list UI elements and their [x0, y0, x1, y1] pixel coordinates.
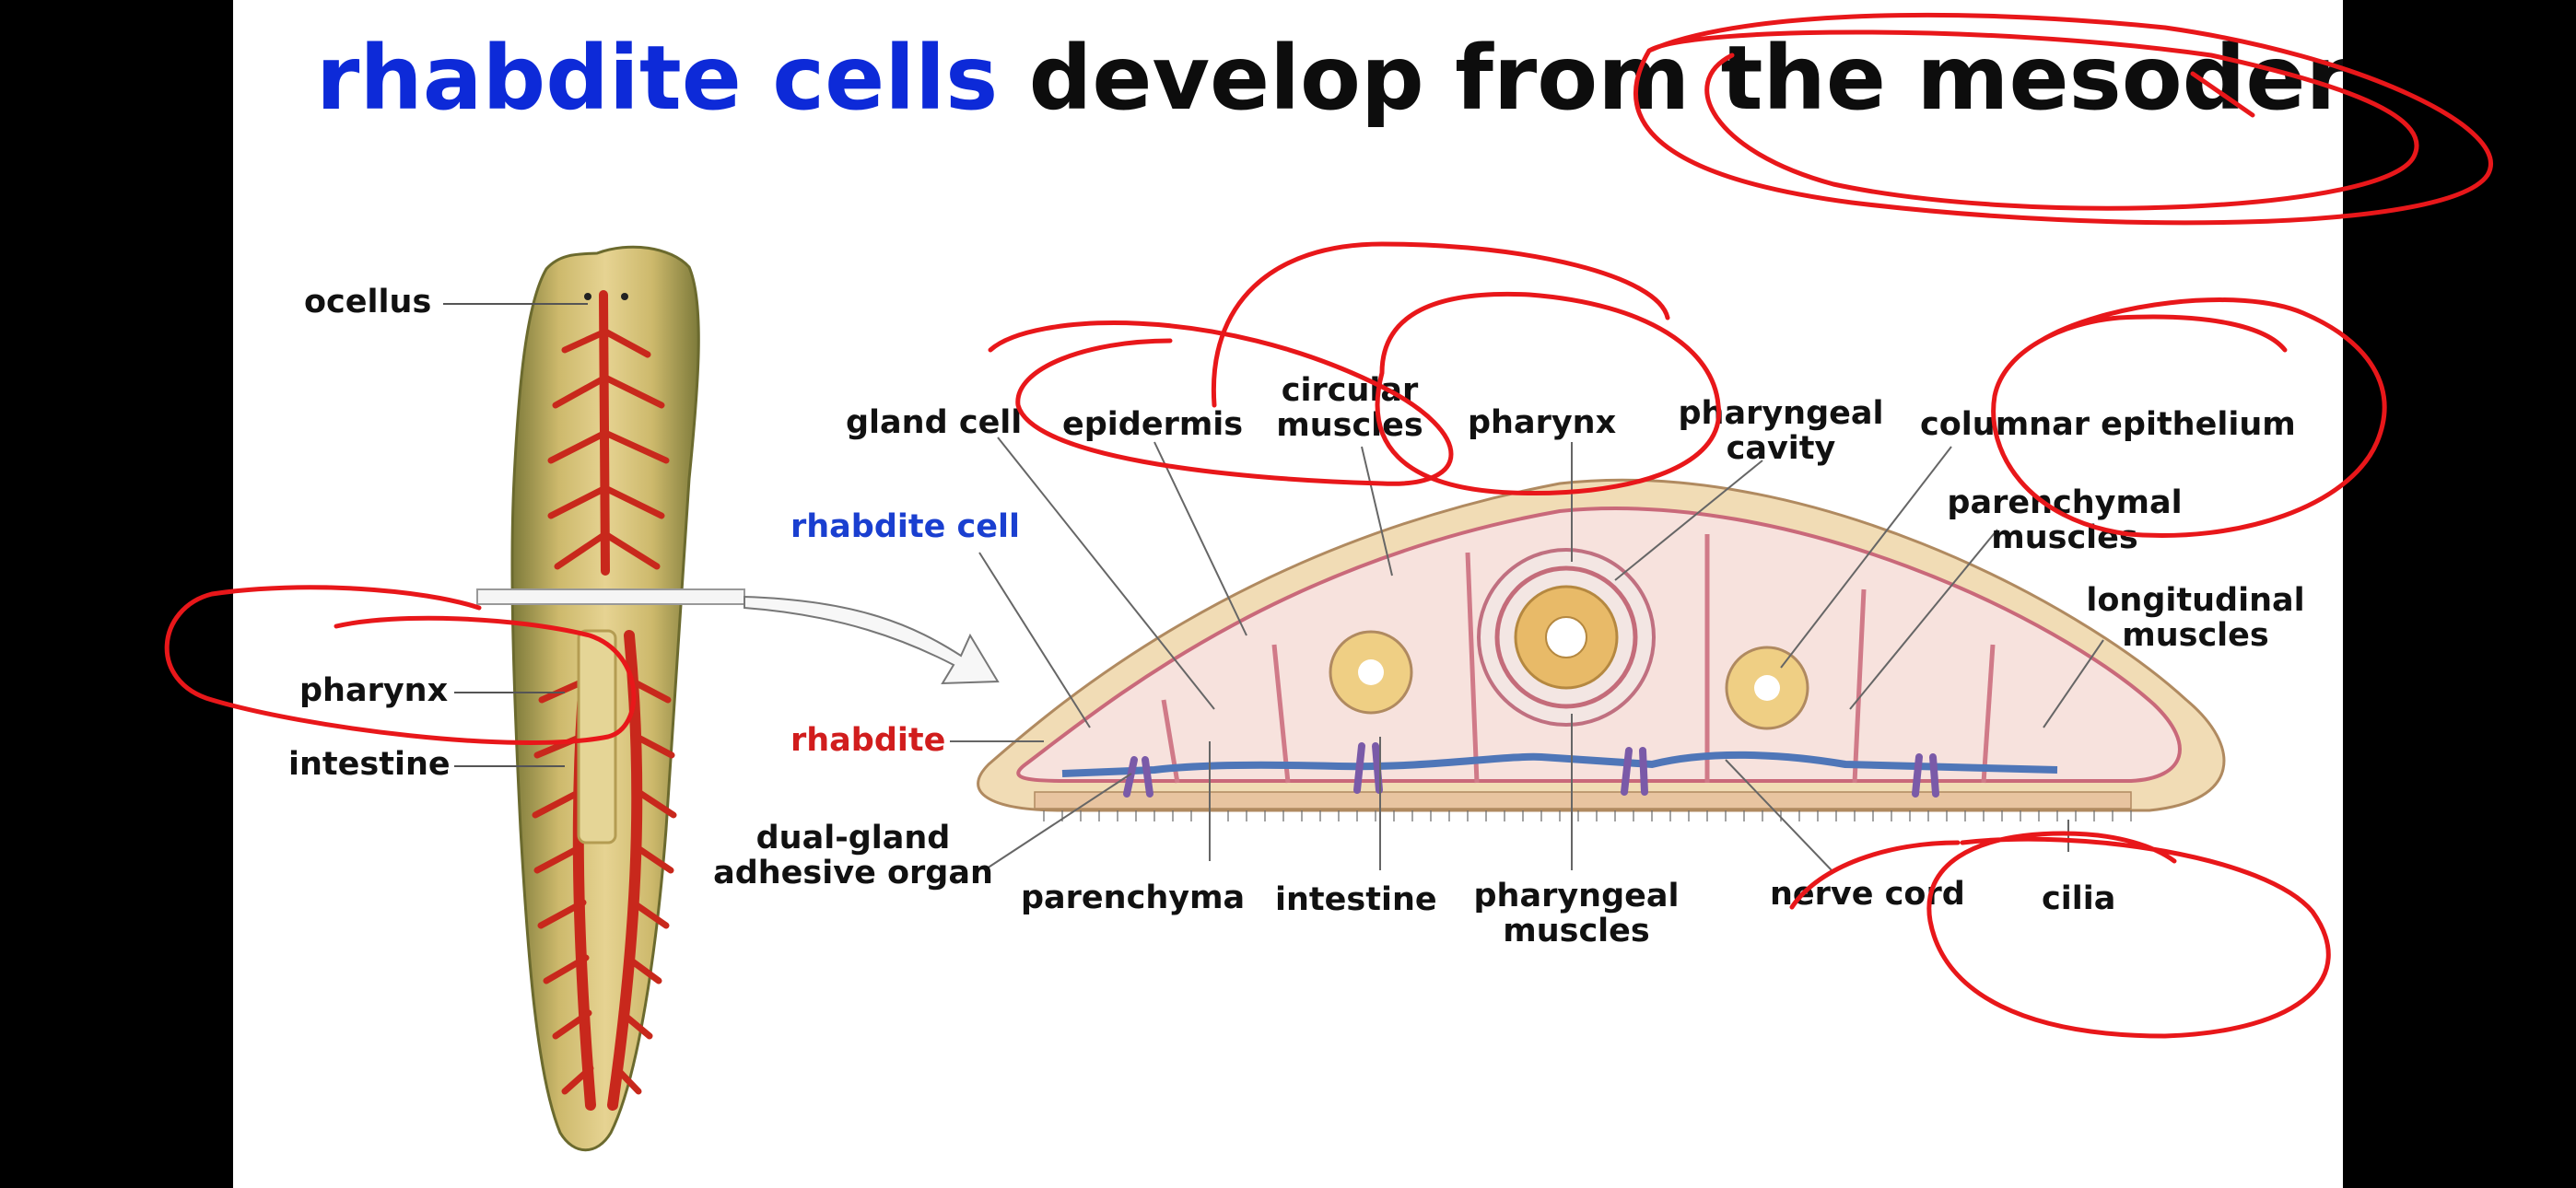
label-pharynx-section: pharynx: [1468, 404, 1617, 441]
label-intestine-worm: intestine: [288, 746, 451, 783]
label-rhabdite: rhabdite: [790, 722, 946, 759]
label-parenchymal-muscles-line1: parenchymal: [1947, 484, 2183, 521]
epidermal-cells: [1034, 791, 2132, 809]
label-epidermis: epidermis: [1062, 406, 1244, 443]
section-arrow: [744, 595, 1000, 685]
cross-section-illustration: [950, 437, 2226, 871]
label-ocellus: ocellus: [304, 284, 432, 320]
label-longitudinal-muscles-line2: muscles: [2122, 617, 2269, 654]
label-intestine-section: intestine: [1275, 881, 1437, 918]
ocellus-right: [621, 293, 628, 300]
ocellus-left: [584, 293, 591, 300]
label-circular-muscles-line1: circular: [1281, 372, 1419, 409]
lecture-slide: rhabdite cells develop from the mesoderm: [233, 0, 2343, 1188]
label-pharyngeal-cavity: pharyngeal cavity: [1670, 396, 1891, 466]
nerve-cord: [1061, 751, 2058, 777]
dual-gland-organs: [1123, 742, 1939, 798]
intestine-cross-sections: [1329, 630, 1809, 730]
label-gland-cell: gland cell: [846, 404, 1023, 441]
label-circular-muscles-line2: muscles: [1276, 407, 1423, 444]
label-dual-gland-line1: dual-gland: [755, 820, 951, 856]
label-dual-gland-adhesive-organ: dual-gland adhesive organ: [706, 821, 1001, 891]
label-circular-muscles: circular muscles: [1267, 373, 1433, 443]
label-pharynx-worm: pharynx: [299, 672, 449, 709]
label-pharyngeal-muscles: pharyngeal muscles: [1466, 879, 1687, 949]
label-longitudinal-muscles: longitudinal muscles: [2076, 583, 2315, 653]
label-parenchymal-muscles-line2: muscles: [1991, 519, 2138, 556]
label-pharyngeal-cavity-line1: pharyngeal: [1678, 395, 1884, 432]
parenchymal-muscles: [1161, 534, 1996, 784]
label-rhabdite-cell: rhabdite cell: [790, 508, 1021, 545]
cilia-fringe: [1043, 810, 2132, 821]
label-dual-gland-line2: adhesive organ: [713, 855, 993, 891]
label-parenchyma: parenchyma: [1021, 879, 1246, 916]
label-pharyngeal-muscles-line2: muscles: [1503, 913, 1650, 949]
title-highlight: rhabdite cells: [316, 27, 999, 130]
label-cilia: cilia: [2042, 880, 2116, 917]
label-longitudinal-muscles-line1: longitudinal: [2086, 582, 2305, 619]
label-pharyngeal-muscles-line1: pharyngeal: [1473, 878, 1680, 914]
label-nerve-cord: nerve cord: [1770, 876, 1965, 913]
label-parenchymal-muscles: parenchymal muscles: [1945, 485, 2184, 555]
pharynx-rings: [1477, 548, 1656, 727]
label-columnar-epithelium: columnar epithelium: [1920, 406, 2296, 443]
label-pharyngeal-cavity-line2: cavity: [1726, 430, 1836, 467]
